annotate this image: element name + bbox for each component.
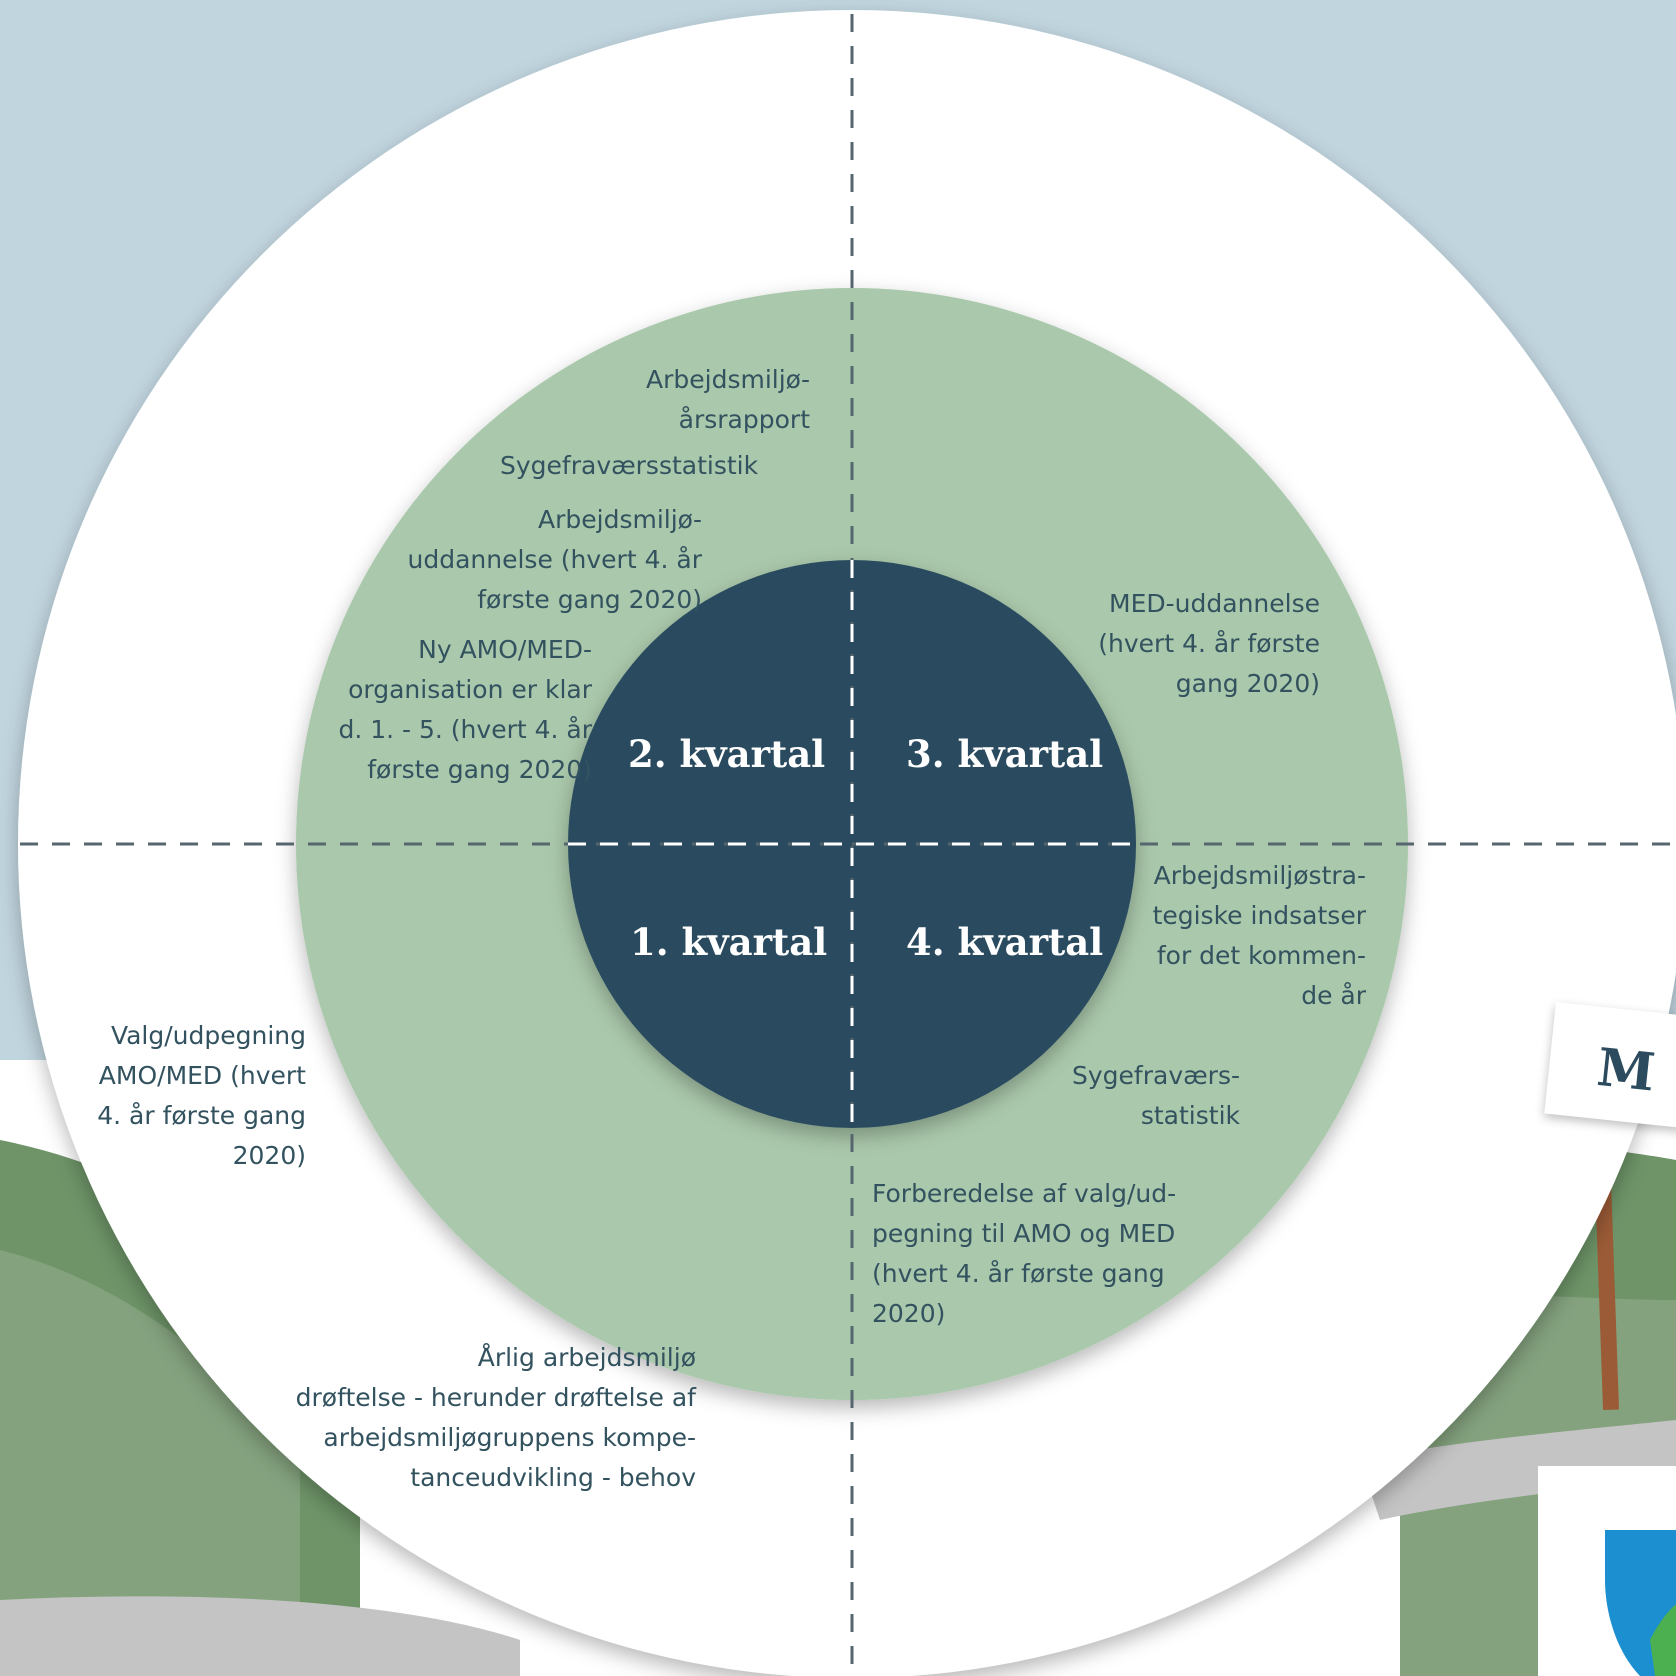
activity-q1-droeftelse: Årlig arbejdsmiljø drøftelse - herunder … (295, 1343, 696, 1492)
activity-q3-med-uddannelse: MED-uddannelse (hvert 4. år første gang … (1098, 589, 1320, 698)
hill-left-front (0, 1250, 300, 1676)
activity-q4-sygefravaer: Sygefraværs- statistik (1072, 1061, 1240, 1130)
activity-q1-valg: Valg/udpegning AMO/MED (hvert 4. år førs… (97, 1021, 306, 1170)
activity-q2-organisation: Ny AMO/MED- organisation er klar d. 1. -… (338, 635, 592, 784)
sign-board: M (1544, 1002, 1676, 1135)
activity-q2-sygefravaer: Sygefraværsstatistik (500, 451, 759, 480)
quarter-label-4: 4. kvartal (906, 920, 1104, 964)
road-left (0, 1596, 520, 1676)
activity-q4-strategiske: Arbejdsmiljøstra- tegiske indsatser for … (1152, 861, 1366, 1010)
activity-q4-forberedelse: Forberedelse af valg/ud- pegning til AMO… (872, 1179, 1177, 1328)
quarter-label-3: 3. kvartal (906, 732, 1104, 776)
quarter-label-1: 1. kvartal (630, 920, 828, 964)
sign-text: M (1594, 1036, 1658, 1104)
quarter-label-2: 2. kvartal (628, 732, 826, 776)
activity-q2-uddannelse: Arbejdsmiljø- uddannelse (hvert 4. år fø… (407, 505, 702, 614)
activity-q2-arsrapport: Arbejdsmiljø- årsrapport (646, 365, 810, 434)
shield-logo-leaf (1650, 1604, 1676, 1676)
road-right (1360, 1420, 1676, 1520)
